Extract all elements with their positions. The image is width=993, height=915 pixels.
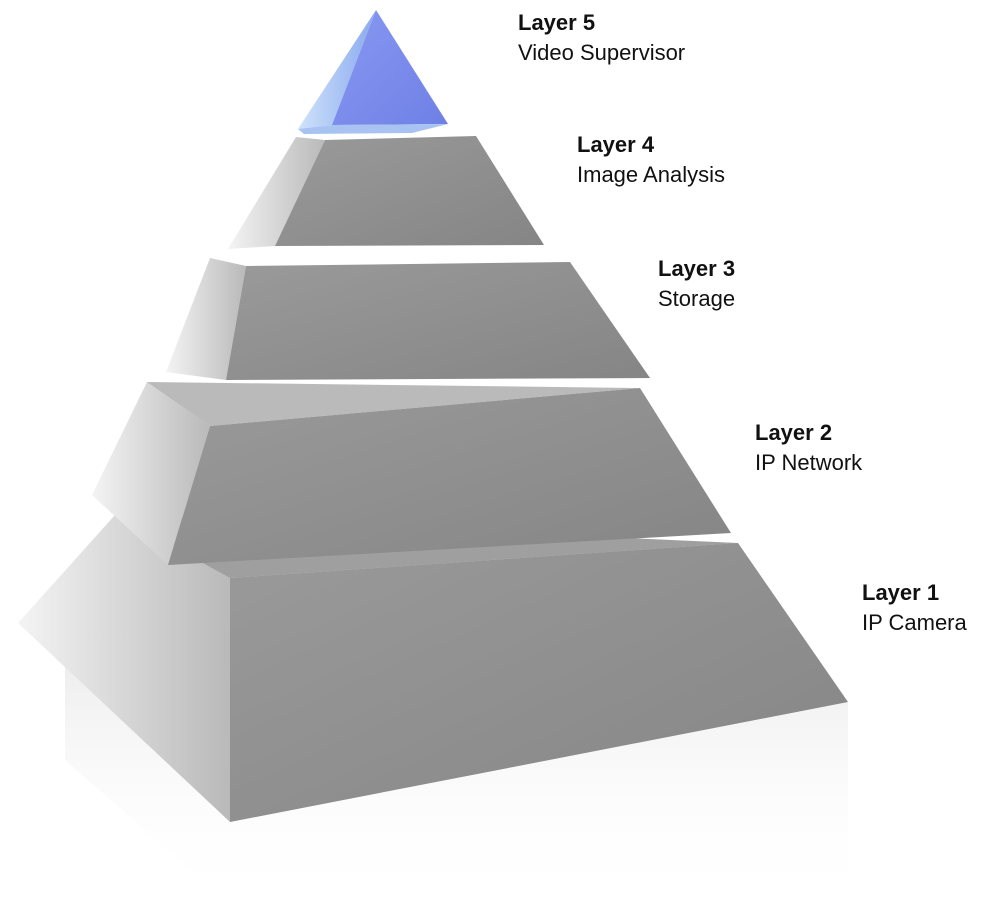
layer-1-title: Layer 1 bbox=[862, 580, 940, 605]
pyramid-reflection bbox=[65, 640, 848, 905]
layer-3-title: Layer 3 bbox=[658, 256, 736, 281]
layer-4-label: Layer 4 Image Analysis bbox=[577, 130, 725, 190]
pyramid-tier-4 bbox=[228, 136, 544, 249]
layer-5-description: Video Supervisor bbox=[518, 40, 686, 65]
layer-4-description: Image Analysis bbox=[577, 162, 725, 187]
layer-4-title: Layer 4 bbox=[577, 132, 655, 157]
layer-2-label: Layer 2 IP Network bbox=[755, 418, 862, 478]
layer-2-description: IP Network bbox=[755, 450, 863, 475]
pyramid-tier-5-apex bbox=[298, 10, 448, 134]
layer-1-label: Layer 1 IP Camera bbox=[862, 578, 967, 638]
layer-1-description: IP Camera bbox=[862, 610, 967, 635]
pyramid-tier-3 bbox=[166, 258, 650, 380]
layer-5-label: Layer 5 Video Supervisor bbox=[518, 8, 685, 68]
pyramid-tier-2 bbox=[92, 382, 731, 565]
layer-2-title: Layer 2 bbox=[755, 420, 833, 445]
layer-5-title: Layer 5 bbox=[518, 10, 596, 35]
layer-3-label: Layer 3 Storage bbox=[658, 254, 735, 314]
layer-3-description: Storage bbox=[658, 286, 736, 311]
